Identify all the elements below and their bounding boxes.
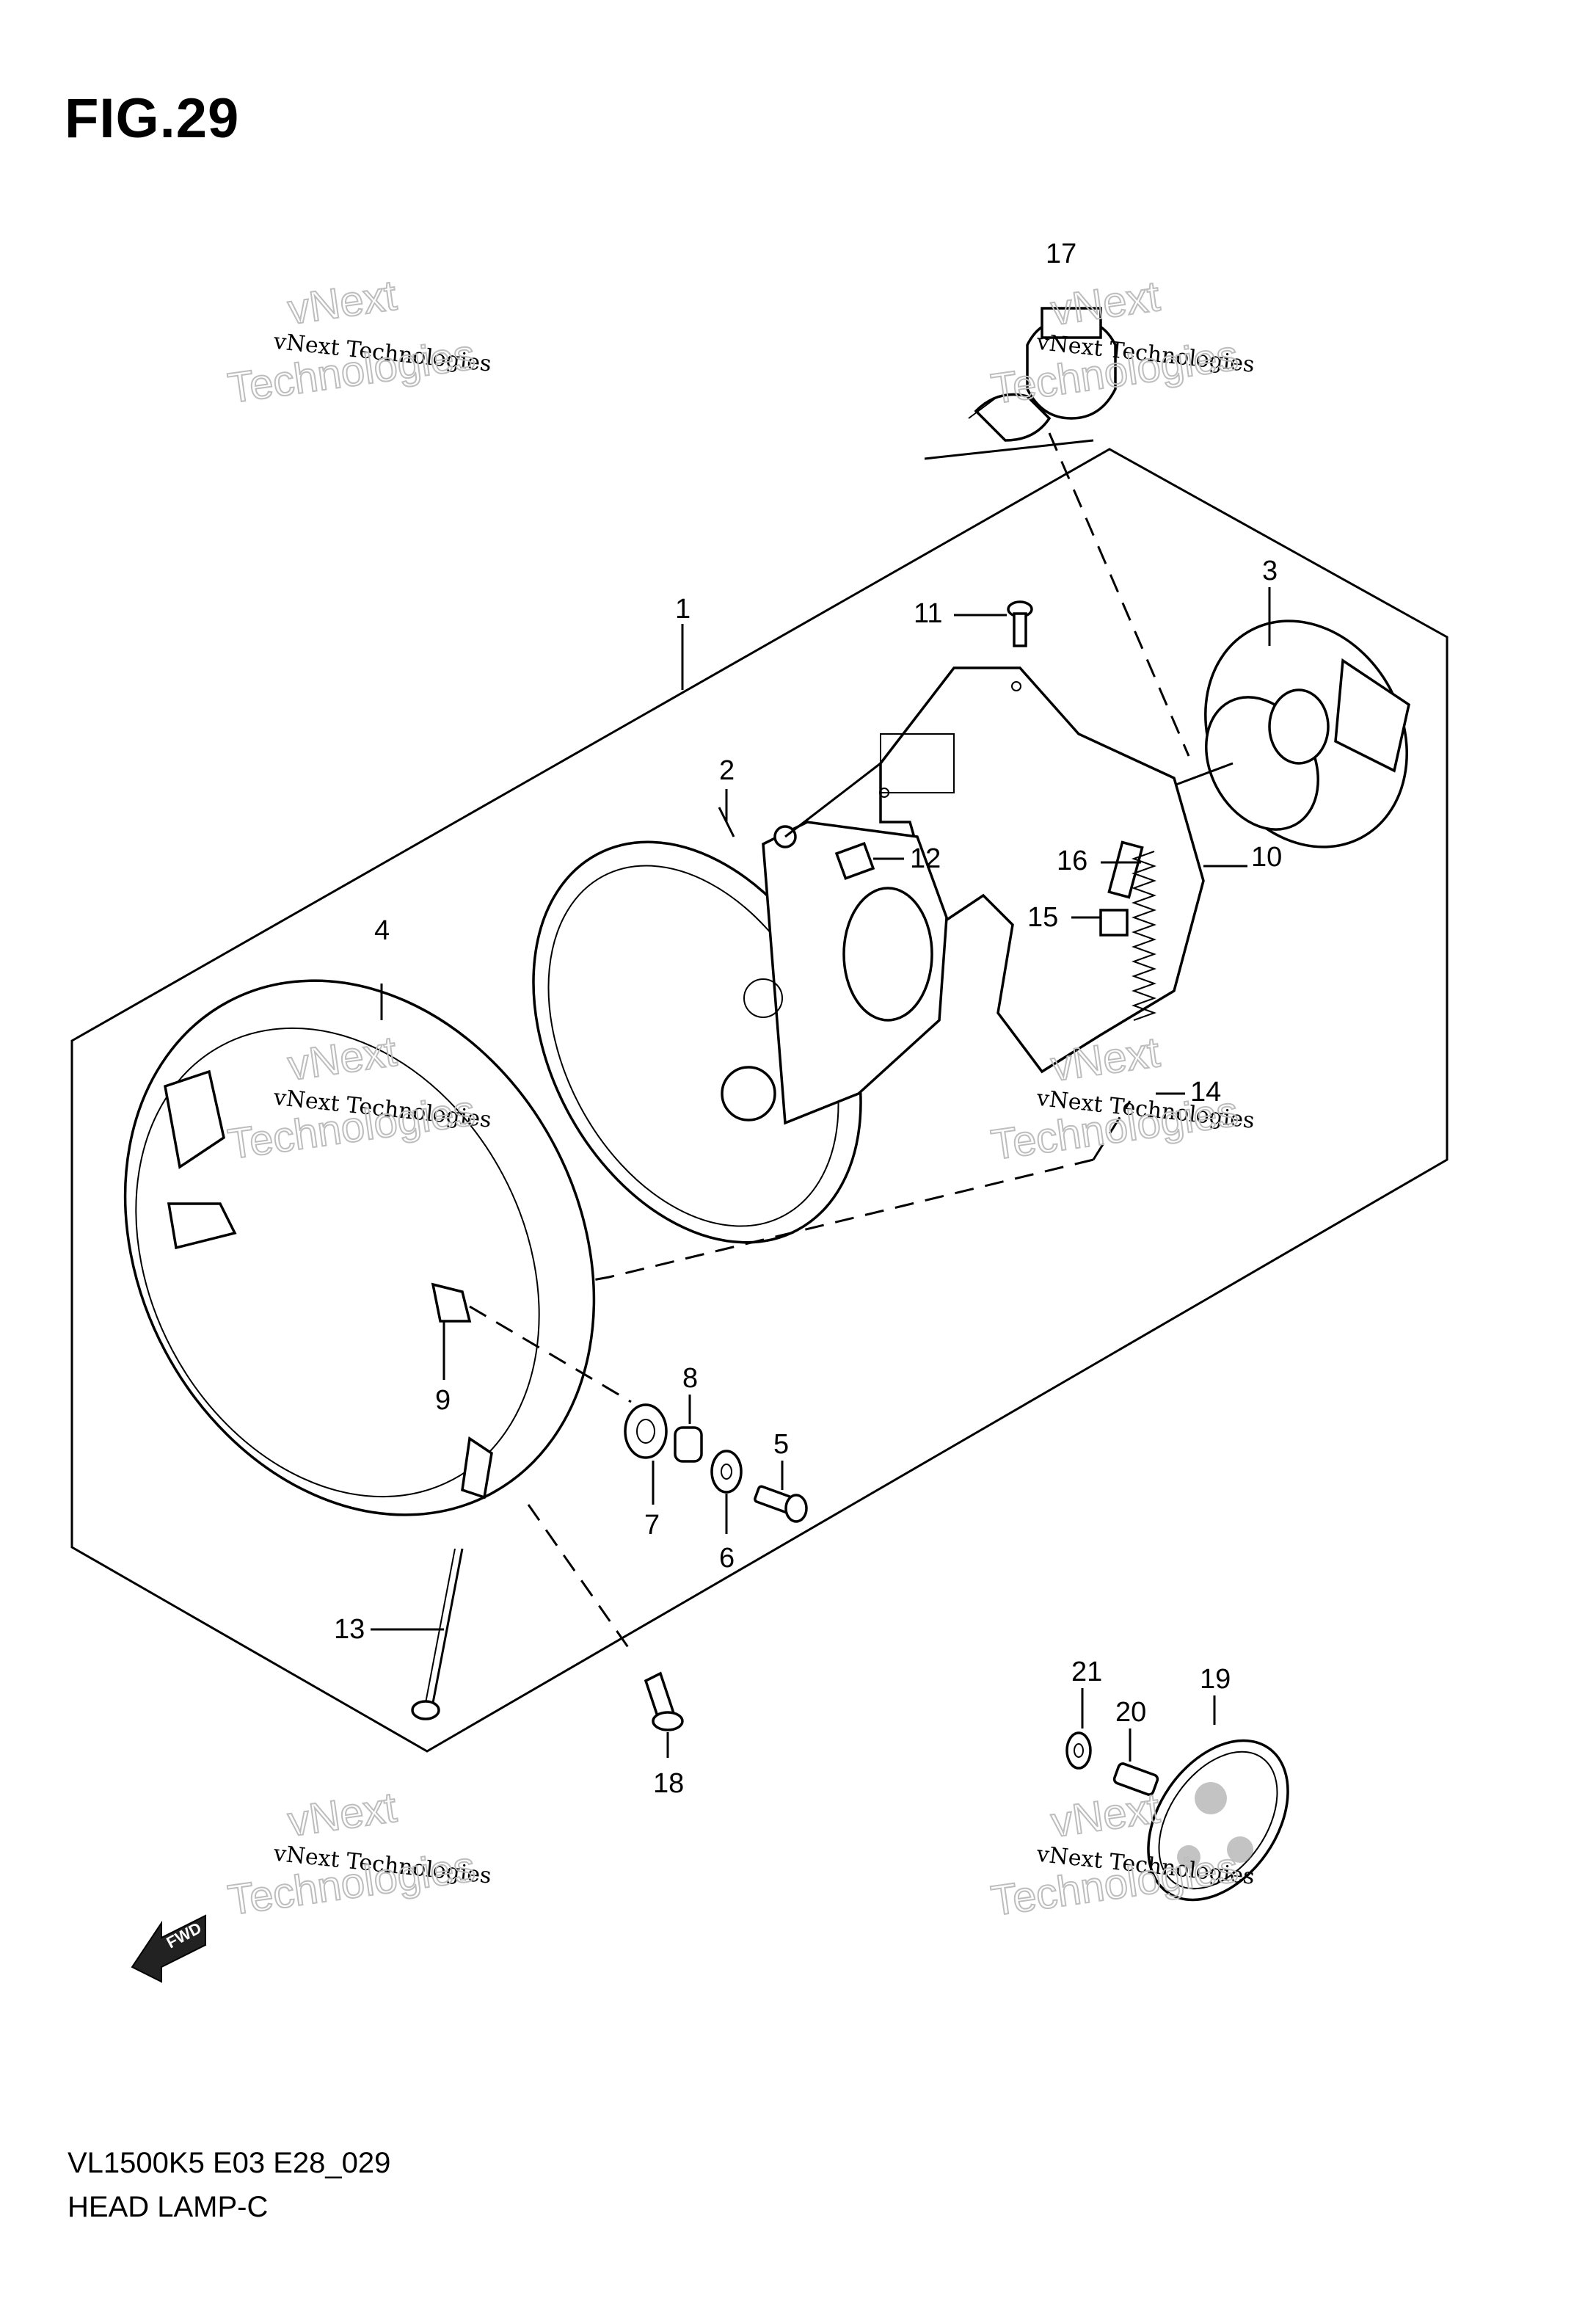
bulb-17 bbox=[924, 307, 1190, 757]
svg-text:vNext: vNext bbox=[285, 1784, 399, 1846]
spacer-20 bbox=[1112, 1728, 1159, 1796]
screw-5 bbox=[754, 1461, 808, 1523]
svg-text:vNext: vNext bbox=[1048, 1784, 1162, 1847]
washer-6 bbox=[710, 1450, 743, 1534]
part-label-2: 2 bbox=[719, 755, 735, 786]
part-label-15: 15 bbox=[1027, 902, 1058, 933]
headlamp-unit-2 bbox=[532, 762, 948, 1244]
figure-code: VL1500K5 E03 E28_029 bbox=[68, 2147, 391, 2179]
part-label-11: 11 bbox=[914, 598, 942, 629]
part-label-9: 9 bbox=[435, 1385, 451, 1416]
part-label-13: 13 bbox=[334, 1614, 365, 1645]
screw-11 bbox=[954, 600, 1033, 647]
part-label-16: 16 bbox=[1057, 846, 1087, 876]
part-label-6: 6 bbox=[719, 1543, 735, 1574]
nut-12 bbox=[834, 842, 904, 880]
part-label-14: 14 bbox=[1190, 1077, 1221, 1108]
part-label-12: 12 bbox=[910, 843, 941, 874]
part-label-20: 20 bbox=[1115, 1697, 1146, 1728]
part-label-10: 10 bbox=[1251, 842, 1282, 873]
grommet-7 bbox=[624, 1403, 668, 1505]
screw-18 bbox=[644, 1671, 684, 1758]
reflector-19 bbox=[1147, 1695, 1289, 1902]
figure-name: HEAD LAMP-C bbox=[68, 2191, 269, 2223]
part-label-4: 4 bbox=[374, 915, 390, 946]
part-label-21: 21 bbox=[1071, 1657, 1102, 1687]
socket-cover-3 bbox=[1173, 619, 1410, 848]
part-label-8: 8 bbox=[682, 1363, 698, 1394]
part-label-19: 19 bbox=[1200, 1664, 1231, 1695]
collar-8 bbox=[674, 1395, 703, 1463]
screw-13 bbox=[371, 1548, 464, 1720]
part-label-18: 18 bbox=[653, 1768, 684, 1799]
assembly-outline bbox=[70, 448, 1449, 1753]
watermark-top-left: vNext vNext Technologies Technologies bbox=[225, 271, 493, 413]
spring-14 bbox=[528, 851, 1185, 1293]
figure-title: FIG.29 bbox=[65, 87, 240, 150]
part-label-17: 17 bbox=[1046, 239, 1076, 269]
fwd-arrow-icon: FWD bbox=[131, 1914, 206, 1983]
bracket-10 bbox=[879, 666, 1205, 1074]
rim-4 bbox=[123, 979, 633, 1652]
watermark-bottom-left: vNext vNext Technologies Technologies bbox=[225, 1783, 493, 1925]
part-label-5: 5 bbox=[773, 1429, 789, 1460]
part-label-3: 3 bbox=[1262, 556, 1278, 586]
washer-21 bbox=[1065, 1688, 1092, 1770]
svg-text:vNext: vNext bbox=[1048, 272, 1162, 335]
clip-15 bbox=[1071, 909, 1129, 937]
part-label-7: 7 bbox=[644, 1510, 660, 1541]
part-label-1: 1 bbox=[675, 594, 690, 625]
svg-text:vNext: vNext bbox=[285, 272, 399, 334]
